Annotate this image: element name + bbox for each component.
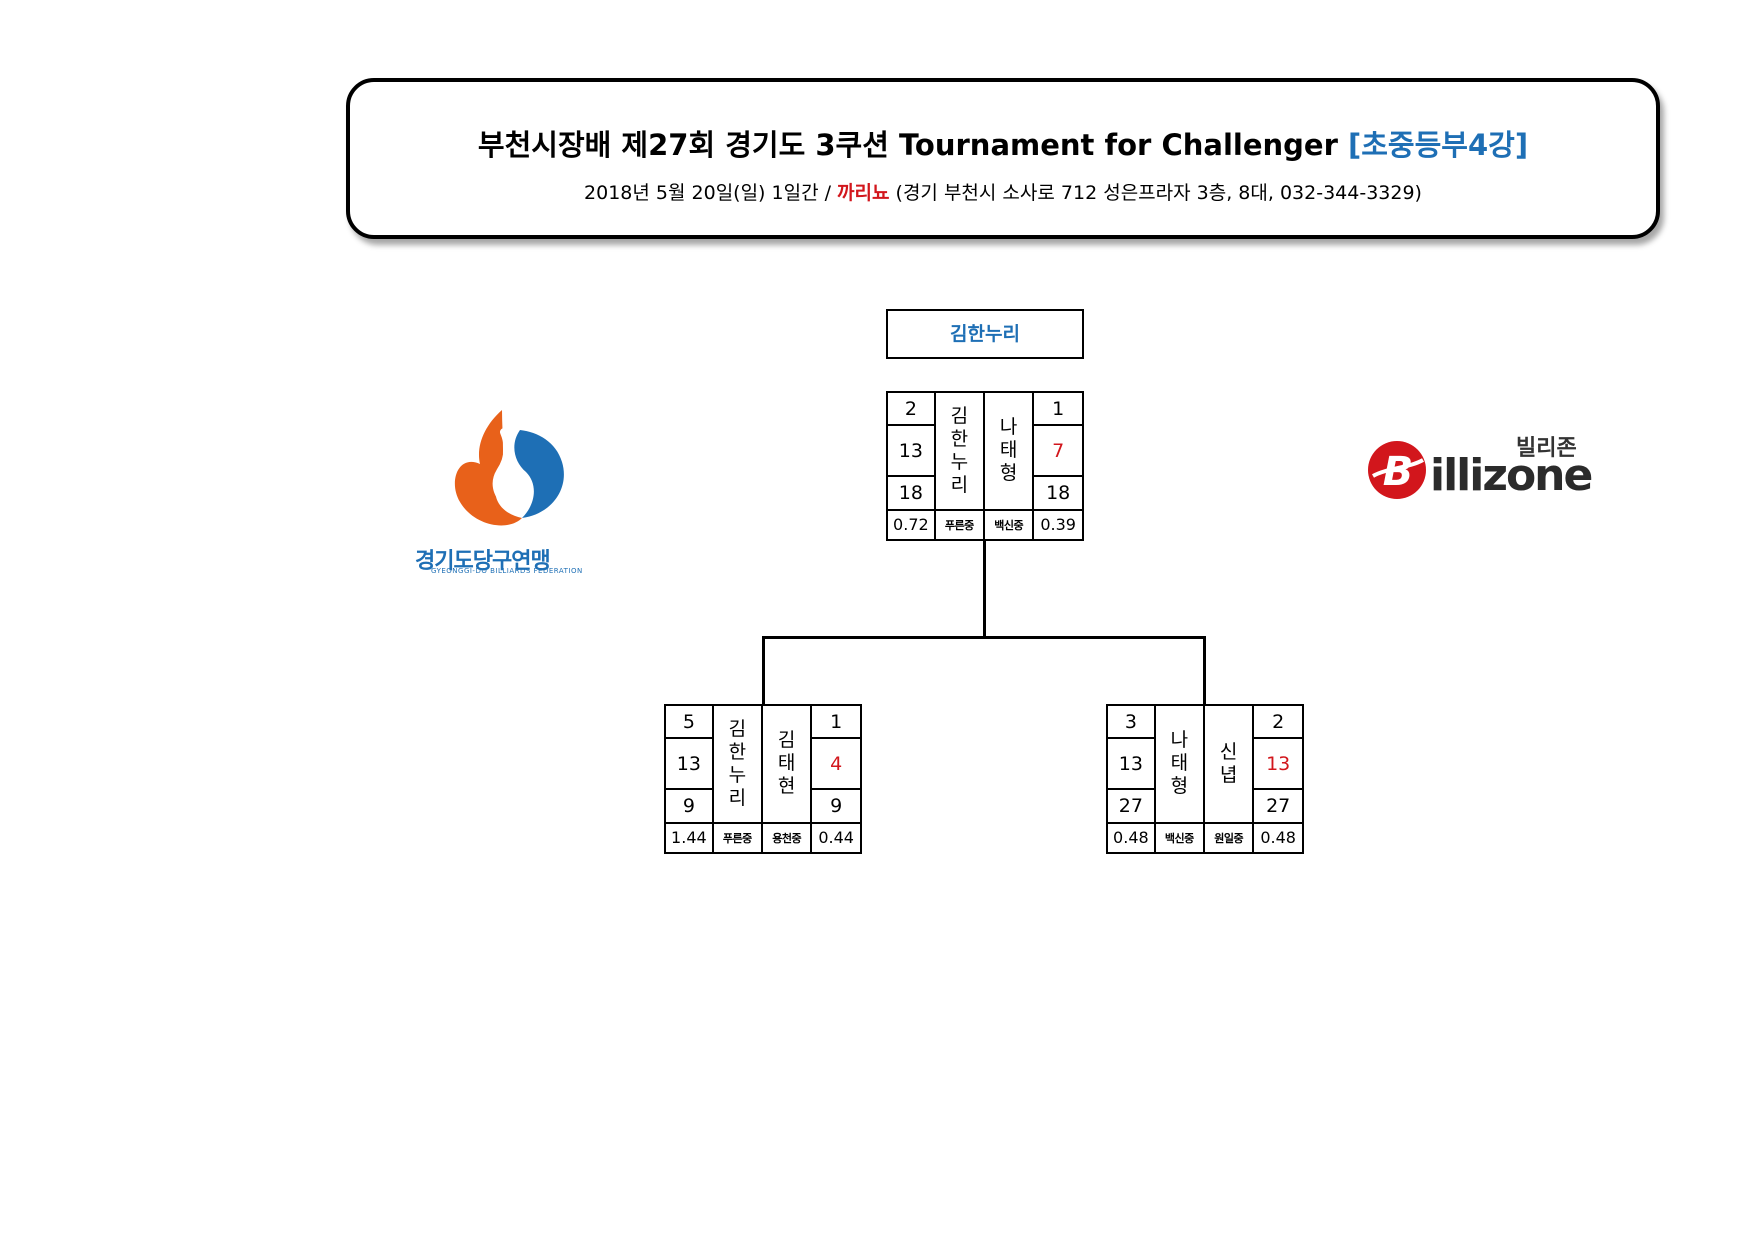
semi1-left-name: 김한누리 [711,704,764,824]
final-right-mid: 7 [1032,424,1084,478]
final-left-school: 푸른중 [933,508,986,542]
sponsor-logo-letter: B [1383,449,1414,495]
semi1-left-name-text: 김한누리 [728,717,747,809]
final-left-name-text: 김한누리 [950,404,969,496]
semi2-right-school: 원일중 [1203,821,1255,855]
final-right-school: 백신중 [983,508,1035,542]
title-division: [초중등부4강] [1347,128,1529,162]
semi1-right-avg: 0.44 [810,821,862,855]
semi1-left-avg: 1.44 [664,821,714,855]
sponsor-logo-icon: B [1368,441,1426,499]
semi1-left-school: 푸른중 [711,821,764,855]
final-right-top: 1 [1032,390,1084,427]
winner-box: 김한누리 [886,309,1084,359]
semi2-right-mid: 13 [1252,737,1304,791]
semi2-right-top: 2 [1252,703,1304,740]
bracket-line-left-drop [762,636,765,705]
title-main: 부천시장배 제27회 경기도 3쿠션 Tournament for Challe… [477,128,1338,162]
semi1-left-bottom: 9 [664,788,714,824]
semi1-left-mid: 13 [664,737,714,791]
semi1-match-table: 5 김한누리 김태현 1 13 4 9 9 1.44 푸른중 용천중 0.44 [664,703,862,855]
final-right-name: 나태형 [983,391,1035,511]
semi2-left-avg: 0.48 [1106,821,1156,855]
semi2-left-top: 3 [1106,703,1156,740]
final-left-mid: 13 [886,424,936,478]
semi1-right-top: 1 [810,703,862,740]
federation-logo-icon [454,410,564,526]
final-left-top: 2 [886,390,936,427]
sponsor-wordmark: illizone [1430,450,1593,501]
header-box [346,78,1660,239]
semi1-left-top: 5 [664,703,714,740]
final-left-avg: 0.72 [886,508,936,542]
semi2-left-mid: 13 [1106,737,1156,791]
semi2-match-table: 3 나태형 신녑 2 13 13 27 27 0.48 백신중 원일중 0.48 [1106,703,1304,855]
final-right-bottom: 18 [1032,475,1084,511]
final-left-name: 김한누리 [933,391,986,511]
semi2-left-school: 백신중 [1153,821,1206,855]
semi2-left-name-text: 나태형 [1170,729,1189,798]
bracket-line-horizontal [762,636,1206,639]
federation-name: 경기도당구연맹 [415,549,551,574]
semi1-right-name-text: 김태현 [777,729,796,798]
bracket-line-final-stem [983,541,986,637]
subtitle-address: (경기 부천시 소사로 712 성은프라자 3층, 8대, 032-344-33… [889,182,1422,204]
semi1-right-school: 용천중 [761,821,813,855]
semi2-right-bottom: 27 [1252,788,1304,824]
subtitle-date: 2018년 5월 20일(일) 1일간 / [584,182,838,204]
semi2-right-avg: 0.48 [1252,821,1304,855]
venue-name: 까리뇨 [837,182,890,204]
semi2-right-name: 신녑 [1203,704,1255,824]
semi1-right-name: 김태현 [761,704,813,824]
page-subtitle: 2018년 5월 20일(일) 1일간 / 까리뇨 (경기 부천시 소사로 71… [346,178,1660,205]
semi2-left-name: 나태형 [1153,704,1206,824]
semi2-left-bottom: 27 [1106,788,1156,824]
semi1-right-mid: 4 [810,737,862,791]
semi1-right-bottom: 9 [810,788,862,824]
page-title: 부천시장배 제27회 경기도 3쿠션 Tournament for Challe… [346,122,1660,164]
final-right-name-text: 나태형 [999,416,1018,485]
sponsor-korean-name: 빌리존 [1516,436,1577,461]
bracket-line-right-drop [1203,636,1206,705]
federation-subtitle: GYEONGGI-DO BILLIARDS FEDERATION [431,567,583,575]
final-right-avg: 0.39 [1032,508,1084,542]
semi2-right-name-text: 신녑 [1219,740,1238,786]
final-match-table: 2 김한누리 나태형 1 13 7 18 18 0.72 푸른중 백신중 0.3… [886,390,1084,542]
final-left-bottom: 18 [886,475,936,511]
